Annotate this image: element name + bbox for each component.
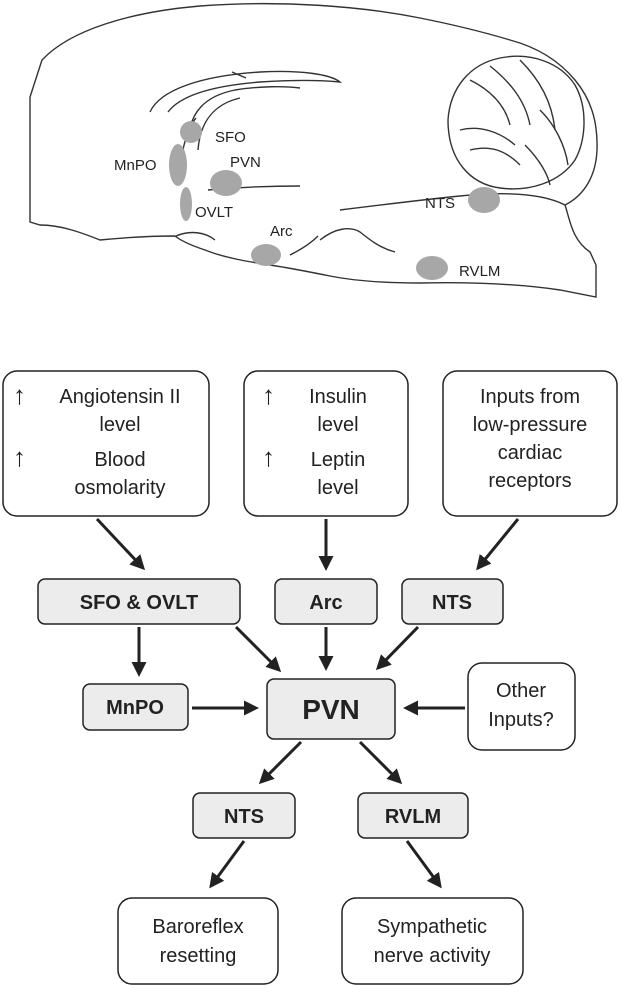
input-box-hormones-osmolarity: ↑ Angiotensin II level ↑ Blood osmolarit… [2,370,210,517]
insulin-line2: level [317,414,358,436]
node-mnpo: MnPO [82,683,189,731]
brain-label-mnpo: MnPO [114,157,157,174]
region-sfo [180,121,202,143]
fornix-arc [187,85,301,141]
node-nts-bottom-frame [192,792,296,839]
increase-arrow-insulin: ↑ [262,380,275,410]
angiotensin-line2: level [99,414,140,436]
brain-label-arc: Arc [270,223,293,240]
arrow-pvn-to-rvlm [358,740,403,785]
arrow-box1-to-sfo-ovlt [95,517,146,571]
node-other-inputs: Other Inputs? [467,662,576,751]
output-baroreflex: Baroreflex resetting [117,897,279,985]
node-arc: Arc [274,578,378,625]
sympathetic-line1: Sympathetic [377,916,487,938]
cerebellum-folia-2 [489,65,531,126]
other-inputs-line1: Other [496,680,546,702]
output-sympathetic-frame [341,897,524,985]
node-nts-top-label: NTS [432,592,472,614]
output-sympathetic: Sympathetic nerve activity [341,897,524,985]
input-box-cardiac-receptors: Inputs from low-pressure cardiac recepto… [442,370,618,517]
input-box-insulin-leptin: ↑ Insulin level ↑ Leptin level [243,370,409,517]
region-nts [468,187,500,213]
region-arc [251,244,281,266]
node-arc-label: Arc [309,592,342,614]
brain-label-sfo: SFO [215,129,246,146]
increase-arrow-angiotensin: ↑ [13,380,26,410]
region-pvn [210,170,242,196]
node-sfo-ovlt-label: SFO & OVLT [80,592,199,614]
node-sfo-ovlt: SFO & OVLT [37,578,241,625]
brain-labels: SFO MnPO PVN OVLT Arc NTS RVLM [114,129,500,280]
brain-label-pvn: PVN [230,154,261,171]
node-nts-bottom-label: NTS [224,806,264,828]
brain-regions [169,121,500,280]
sympathetic-line2: nerve activity [374,945,491,967]
cardiac-line1: Inputs from [480,386,580,408]
baroreflex-line2: resetting [160,945,237,967]
osmolarity-line1: Blood [94,449,145,471]
other-inputs-line2: Inputs? [488,709,554,731]
brain-label-rvlm: RVLM [459,263,500,280]
arrow-nts-to-pvn [375,625,420,671]
brain-sagittal-section [29,2,598,298]
node-sfo-ovlt-frame [37,578,241,625]
input-box-3-frame [442,370,618,517]
cerebellum-folia-4 [469,147,521,166]
brain-label-ovlt: OVLT [195,204,233,221]
node-mnpo-label: MnPO [106,697,164,719]
region-mnpo [169,144,187,186]
brain-outline [29,2,598,298]
brainstem-upper [339,192,566,211]
output-baroreflex-frame [117,897,279,985]
cardiac-line3: cardiac [498,442,562,464]
node-rvlm-label: RVLM [385,806,441,828]
node-pvn: PVN [266,678,396,740]
input-box-1-frame [2,370,210,517]
node-arc-frame [274,578,378,625]
node-rvlm: RVLM [357,792,469,839]
cerebellum-folia-5 [459,127,516,146]
node-other-inputs-frame [467,662,576,751]
increase-arrow-leptin: ↑ [262,442,275,472]
cerebellum-folia-3 [519,59,556,131]
region-rvlm [416,256,448,280]
leptin-line2: level [317,477,358,499]
pons-curve [289,235,319,256]
input-box-2-frame [243,370,409,517]
arrow-pvn-to-nts [258,740,303,785]
increase-arrow-osmolarity: ↑ [13,442,26,472]
node-pvn-label: PVN [302,694,360,725]
arrow-sfo-ovlt-to-pvn [234,625,282,673]
node-mnpo-frame [82,683,189,731]
corpus-callosum [149,70,343,113]
node-nts-bottom: NTS [192,792,296,839]
brainstem-lower [319,228,396,253]
baroreflex-line1: Baroreflex [152,916,243,938]
node-nts-top: NTS [401,578,504,625]
arrow-rvlm-to-sympathetic [405,840,442,889]
brain-label-nts: NTS [425,195,455,212]
cardiac-line2: low-pressure [473,414,587,436]
arrow-nts-to-baroreflex [209,840,246,889]
node-pvn-frame [266,678,396,740]
cerebellum-folia-1 [469,79,511,126]
node-rvlm-frame [357,792,469,839]
arrow-box3-to-nts [476,518,520,571]
cerebellum-outline [447,55,585,190]
osmolarity-line2: osmolarity [74,477,165,499]
olfactory-tick [231,71,247,79]
region-ovlt [180,187,192,221]
node-nts-top-frame [401,578,504,625]
cardiac-line4: receptors [488,470,571,492]
hypothalamus-curve [175,231,216,241]
insulin-line1: Insulin [309,386,367,408]
fornix-inner [197,97,241,151]
cerebellum-folia-6 [539,109,569,166]
angiotensin-line1: Angiotensin II [59,386,180,408]
cerebellum-folia-7 [524,144,551,186]
leptin-line1: Leptin [311,449,366,471]
flow-arrows [95,517,520,889]
